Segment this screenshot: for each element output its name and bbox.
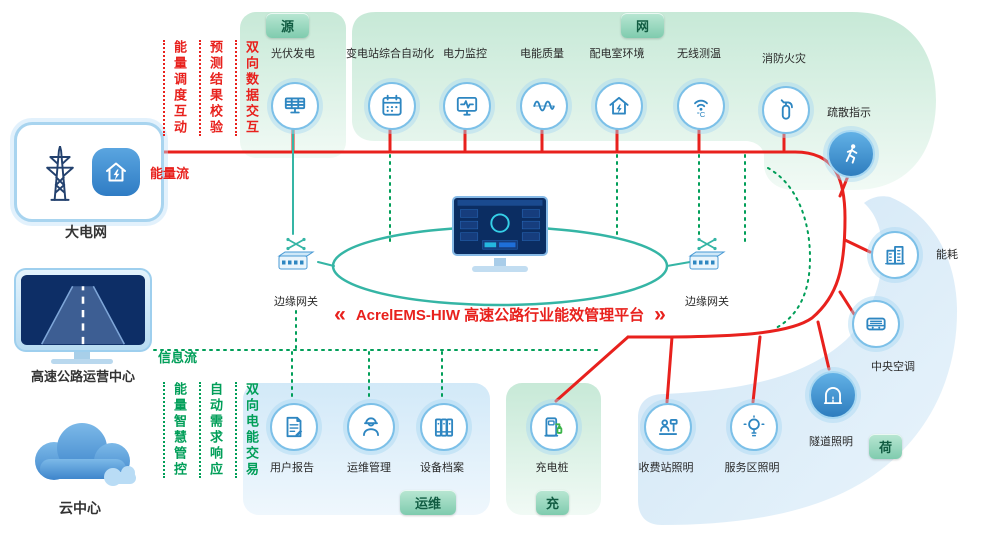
equipment-archive-node bbox=[420, 403, 468, 451]
charge-section-badge: 充 bbox=[536, 490, 570, 515]
big-grid-card bbox=[14, 122, 164, 222]
wireless-temperature-label: 无线测温 bbox=[677, 48, 721, 60]
om-section-badge: 运维 bbox=[400, 490, 457, 515]
info-flow-lines bbox=[153, 154, 812, 401]
energy-annotations: 能量调度互动 预测结果校验 双向数据交互 bbox=[163, 40, 261, 136]
operation-center-label: 高速公路运营中心 bbox=[30, 369, 135, 384]
annotation-energy-dispatch: 能量调度互动 bbox=[163, 40, 189, 136]
info-flow-label: 信息流 bbox=[158, 350, 198, 365]
om-management-icon bbox=[363, 417, 379, 437]
service-area-lighting-node bbox=[730, 403, 778, 451]
toll-station-lighting-label: 收费站照明 bbox=[638, 462, 694, 474]
operation-center-stand bbox=[74, 352, 90, 359]
toll-station-lighting-icon bbox=[658, 419, 678, 435]
service-area-lighting-label: 服务区照明 bbox=[724, 462, 780, 474]
user-report-label: 用户报告 bbox=[270, 462, 314, 474]
edge-gateway-left-label: 边缘网关 bbox=[274, 296, 318, 308]
central-ac-node bbox=[852, 300, 900, 348]
annotation-smart-energy-control: 能量智慧管控 bbox=[163, 382, 189, 478]
transmission-tower-icon bbox=[46, 146, 74, 201]
energy-consumption-node bbox=[871, 231, 919, 279]
power-quality-icon bbox=[533, 100, 555, 112]
big-grid-label: 大电网 bbox=[65, 224, 107, 240]
equipment-archive-icon bbox=[434, 418, 454, 437]
user-report-node bbox=[270, 403, 318, 451]
user-report-icon bbox=[286, 416, 303, 438]
operation-center-screen bbox=[21, 275, 145, 345]
title-right-arrow-icon: » bbox=[654, 303, 666, 326]
annotation-bidirectional-data: 双向数据交互 bbox=[235, 40, 261, 136]
om-management-node bbox=[347, 403, 395, 451]
wireless-temperature-node: °C bbox=[677, 82, 725, 130]
om-management-label: 运维管理 bbox=[347, 462, 391, 474]
grid-section-badge: 网 bbox=[621, 13, 665, 38]
fire-extinguisher-icon bbox=[780, 99, 793, 120]
smart-home-badge bbox=[92, 148, 140, 196]
edge-gateway-left-icon bbox=[277, 237, 315, 270]
pv-label: 光伏发电 bbox=[271, 48, 315, 60]
charging-pile-icon bbox=[544, 417, 563, 437]
platform-monitor-base bbox=[472, 266, 528, 272]
toll-station-lighting-node bbox=[644, 403, 692, 451]
distribution-room-node bbox=[595, 82, 643, 130]
distribution-room-label: 配电室环境 bbox=[589, 48, 645, 60]
power-monitoring-node bbox=[443, 82, 491, 130]
annotation-auto-demand-response: 自动需求响应 bbox=[199, 382, 225, 478]
energy-flow-lines bbox=[156, 125, 872, 404]
source-section-badge: 源 bbox=[266, 13, 310, 38]
energy-consumption-label: 能耗 bbox=[936, 249, 958, 261]
load-section-badge: 荷 bbox=[869, 434, 903, 459]
distribution-room-icon bbox=[609, 96, 629, 115]
charging-pile-label: 充电桩 bbox=[535, 462, 569, 474]
dashboard-screen-icon bbox=[457, 199, 543, 250]
substation-node bbox=[368, 82, 416, 130]
operation-center-card bbox=[14, 268, 152, 352]
operation-center-base bbox=[51, 359, 113, 364]
power-monitoring-icon bbox=[456, 96, 478, 116]
annotation-forecast-check: 预测结果校验 bbox=[199, 40, 225, 136]
platform-monitor-stand bbox=[494, 258, 506, 266]
grid-section-shape bbox=[352, 12, 936, 190]
platform-title: AcrelEMS-HIW 高速公路行业能效管理平台 bbox=[355, 307, 645, 324]
fire-protection-node bbox=[762, 86, 810, 134]
home-energy-icon bbox=[106, 162, 126, 182]
edge-gateway-right-label: 边缘网关 bbox=[685, 296, 729, 308]
cloud-center-label: 云中心 bbox=[59, 500, 101, 516]
edge-gateway-right-icon bbox=[688, 237, 726, 270]
power-quality-label: 电能质量 bbox=[520, 48, 564, 60]
cloud-center-icon bbox=[35, 423, 136, 486]
tunnel-lighting-icon bbox=[823, 387, 843, 405]
power-quality-node bbox=[520, 82, 568, 130]
fire-protection-label: 消防火灾 bbox=[762, 53, 806, 65]
central-ac-icon bbox=[866, 317, 886, 331]
tunnel-lighting-label: 隧道照明 bbox=[809, 436, 853, 448]
tunnel-lighting-node bbox=[809, 371, 857, 419]
annotation-bidirectional-trading: 双向电能交易 bbox=[235, 382, 261, 478]
equipment-archive-label: 设备档案 bbox=[420, 462, 464, 474]
pv-node bbox=[271, 82, 319, 130]
evacuation-label: 疏散指示 bbox=[827, 107, 871, 119]
energy-consumption-icon bbox=[885, 245, 905, 265]
power-monitoring-label: 电力监控 bbox=[443, 48, 487, 60]
highway-road-icon bbox=[21, 275, 145, 345]
service-area-lighting-icon bbox=[743, 415, 765, 437]
solar-panel-icon bbox=[284, 97, 306, 114]
svg-text:°C: °C bbox=[697, 110, 706, 119]
platform-title-row: « AcrelEMS-HIW 高速公路行业能效管理平台 » bbox=[250, 304, 750, 325]
substation-label: 变电站综合自动化 bbox=[346, 48, 434, 60]
title-left-arrow-icon: « bbox=[334, 303, 346, 326]
info-annotations: 能量智慧管控 自动需求响应 双向电能交易 bbox=[163, 382, 261, 478]
charging-pile-node bbox=[530, 403, 578, 451]
substation-automation-icon bbox=[382, 94, 402, 116]
evacuation-node bbox=[827, 130, 875, 178]
wireless-temperature-icon: °C bbox=[694, 99, 708, 119]
gateway-links bbox=[292, 126, 691, 267]
evacuation-icon bbox=[845, 144, 858, 164]
energy-flow-label: 能量流 bbox=[150, 166, 190, 181]
central-ac-label: 中央空调 bbox=[871, 361, 915, 373]
platform-monitor bbox=[452, 196, 548, 256]
